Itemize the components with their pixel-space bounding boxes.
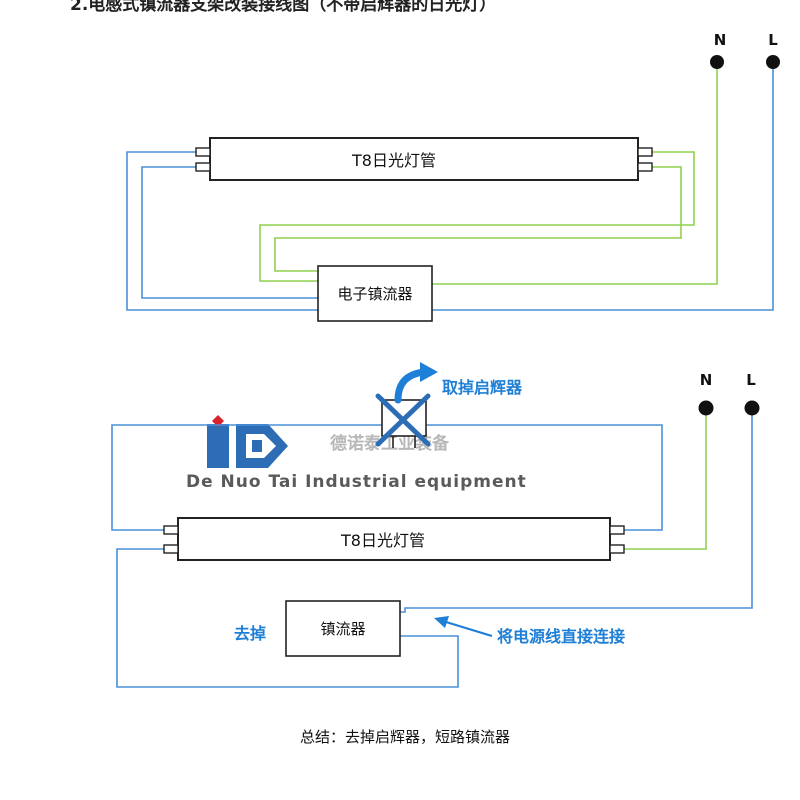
top-terminal-n-label: N bbox=[714, 31, 727, 49]
bottom-ballast: 镇流器 bbox=[285, 600, 401, 657]
direct-connect-label: 将电源线直接连接 bbox=[497, 627, 625, 646]
starter-removed-icon bbox=[375, 393, 431, 448]
direct-connect-arrow-icon bbox=[434, 616, 493, 638]
page-title: 2.电感式镇流器支架改装接线图（不带启辉器的日光灯） bbox=[70, 0, 496, 15]
company-logo bbox=[207, 415, 288, 468]
curved-arrow-icon bbox=[394, 362, 438, 404]
top-ballast: 电子镇流器 bbox=[317, 265, 433, 322]
bottom-terminal-l-label: L bbox=[746, 371, 756, 389]
top-diagram: T8日光灯管 电子镇流器 N L bbox=[126, 31, 780, 322]
top-terminal-l-label: L bbox=[768, 31, 778, 49]
remove-starter-label: 取掉启辉器 bbox=[442, 378, 523, 397]
top-terminal-l-dot bbox=[766, 55, 780, 69]
top-lamp: T8日光灯管 bbox=[195, 137, 653, 181]
bottom-terminal-n-label: N bbox=[700, 371, 713, 389]
bottom-terminal-n-dot bbox=[698, 400, 714, 416]
top-lamp-label: T8日光灯管 bbox=[351, 151, 436, 170]
top-blue-wires bbox=[126, 62, 774, 311]
summary-text: 总结：去掉启辉器，短路镇流器 bbox=[300, 728, 510, 746]
remove-ballast-label: 去掉 bbox=[234, 624, 266, 643]
watermark-company-en: De Nuo Tai Industrial equipment bbox=[186, 472, 527, 492]
top-ballast-label: 电子镇流器 bbox=[337, 285, 412, 303]
bottom-green-wires bbox=[624, 408, 707, 550]
bottom-diagram: T8日光灯管 镇流器 取掉启辉器 去掉 将电源线直接连接 N bbox=[111, 362, 760, 688]
bottom-lamp-label: T8日光灯管 bbox=[340, 531, 425, 550]
bottom-ballast-label: 镇流器 bbox=[320, 620, 365, 638]
bottom-lamp: T8日光灯管 bbox=[163, 517, 625, 561]
top-terminal-n-dot bbox=[710, 55, 724, 69]
top-green-wires bbox=[259, 62, 718, 285]
bottom-terminal-l-dot bbox=[744, 400, 760, 416]
watermark: 德诺泰工业装备 De Nuo Tai Industrial equipment bbox=[186, 415, 527, 492]
